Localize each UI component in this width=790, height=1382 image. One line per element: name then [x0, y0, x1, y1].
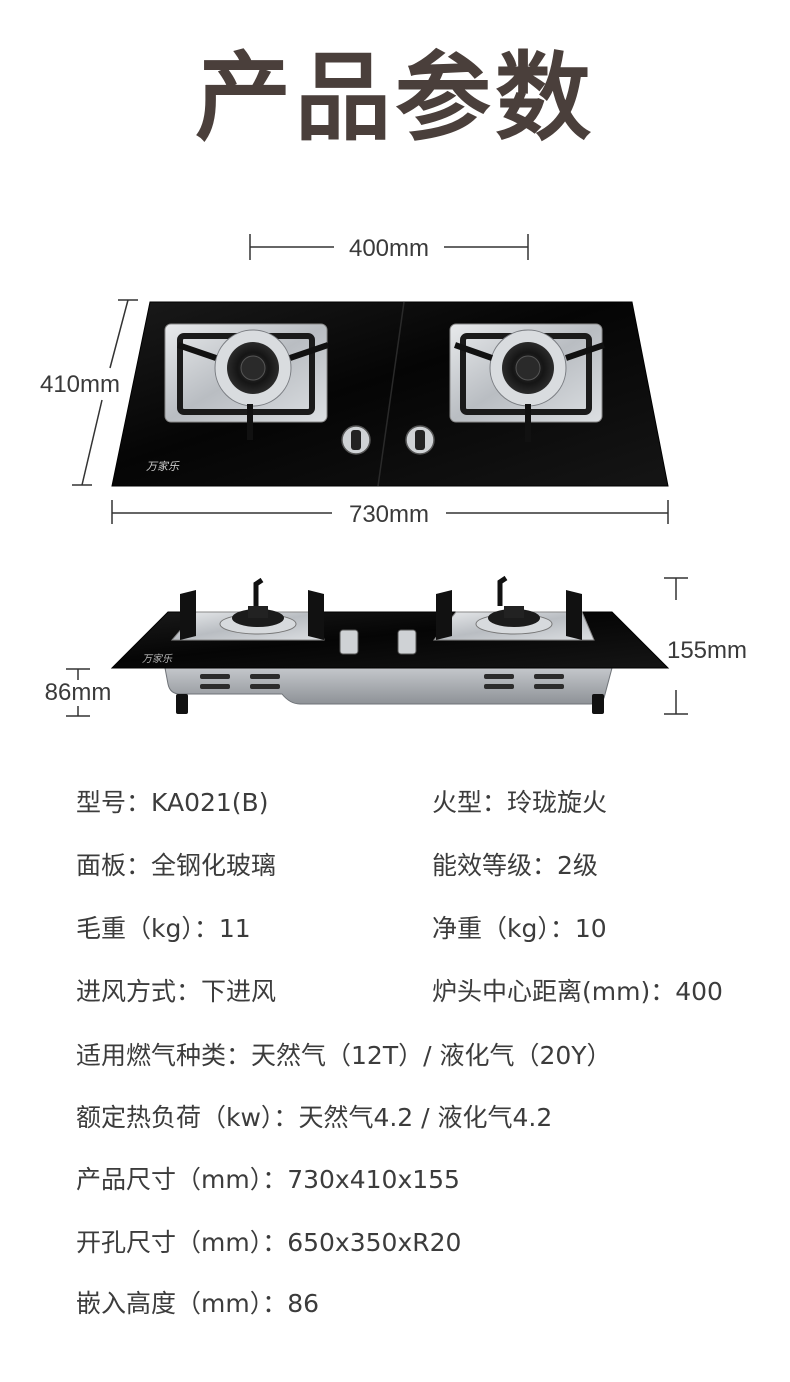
- spec-label: 面板：: [76, 851, 152, 880]
- spec-label: 型号：: [76, 788, 152, 817]
- spec-net-weight: 净重（kg）：10: [432, 912, 607, 946]
- spec-label: 嵌入高度（mm）：: [76, 1289, 288, 1318]
- product-dimension-diagram: 400mm 410mm: [40, 234, 747, 717]
- spec-value: 650x350xR20: [287, 1228, 462, 1257]
- spec-value: 10: [574, 914, 607, 943]
- spec-product-size: 产品尺寸（mm）：730x410x155: [76, 1163, 460, 1197]
- side-view: 万家乐 155mm 86mm: [45, 575, 747, 717]
- spec-value: KA021(B): [151, 788, 269, 817]
- dim-label-height: 155mm: [667, 637, 747, 664]
- spec-value: 2级: [557, 851, 598, 880]
- spec-value: 11: [218, 914, 251, 943]
- dimension-embed-depth: 86mm: [45, 668, 112, 717]
- brand-logo-side: 万家乐: [142, 653, 173, 665]
- left-burner: [164, 323, 329, 440]
- spec-energy-grade: 能效等级：2级: [432, 849, 598, 883]
- spec-label: 火型：: [432, 788, 508, 817]
- spec-value: 玲珑旋火: [507, 788, 608, 817]
- spec-value: 400: [675, 977, 723, 1006]
- dim-label-depth: 410mm: [40, 371, 120, 398]
- spec-label: 产品尺寸（mm）：: [76, 1165, 288, 1194]
- spec-label: 适用燃气种类：: [76, 1041, 252, 1070]
- spec-air-intake: 进风方式：下进风: [76, 975, 276, 1009]
- spec-cutout-size: 开孔尺寸（mm）：650x350xR20: [76, 1226, 461, 1260]
- dimension-width: 730mm: [111, 500, 669, 528]
- spec-label: 毛重（kg）：: [76, 914, 219, 943]
- dim-label-width: 730mm: [349, 501, 429, 528]
- spec-value: 天然气4.2 / 液化气4.2: [298, 1103, 553, 1132]
- spec-label: 进风方式：: [76, 977, 202, 1006]
- top-view: 400mm 410mm: [40, 234, 669, 528]
- spec-embed-height: 嵌入高度（mm）：86: [76, 1287, 319, 1321]
- spec-gas-type: 适用燃气种类：天然气（12T）/ 液化气（20Y）: [76, 1039, 612, 1073]
- spec-label: 开孔尺寸（mm）：: [76, 1228, 288, 1257]
- spec-value: 天然气（12T）/ 液化气（20Y）: [251, 1041, 612, 1070]
- page-title: 产品参数: [195, 42, 595, 154]
- dimension-depth: 410mm: [40, 299, 138, 486]
- spec-value: 86: [287, 1289, 320, 1318]
- spec-value: 730x410x155: [287, 1165, 460, 1194]
- spec-label: 净重（kg）：: [432, 914, 575, 943]
- spec-flame-type: 火型：玲珑旋火: [432, 786, 607, 820]
- spec-heat-load: 额定热负荷（kw）：天然气4.2 / 液化气4.2: [76, 1101, 552, 1135]
- brand-logo-top: 万家乐: [146, 460, 180, 473]
- spec-label: 额定热负荷（kw）：: [76, 1103, 299, 1132]
- control-knobs: [341, 425, 435, 455]
- dimension-height: 155mm: [664, 577, 747, 715]
- spec-burner-distance: 炉头中心距离(mm)：400: [432, 975, 723, 1009]
- spec-label: 炉头中心距离(mm)：: [432, 977, 676, 1006]
- right-burner: [449, 323, 605, 442]
- dim-label-burner-spacing: 400mm: [349, 235, 429, 262]
- dim-label-embed-depth: 86mm: [45, 679, 112, 706]
- spec-panel: 面板：全钢化玻璃: [76, 849, 276, 883]
- spec-value: 全钢化玻璃: [151, 851, 277, 880]
- spec-label: 能效等级：: [432, 851, 558, 880]
- spec-gross-weight: 毛重（kg）：11: [76, 912, 251, 946]
- spec-model: 型号：KA021(B): [76, 786, 268, 820]
- spec-value: 下进风: [201, 977, 277, 1006]
